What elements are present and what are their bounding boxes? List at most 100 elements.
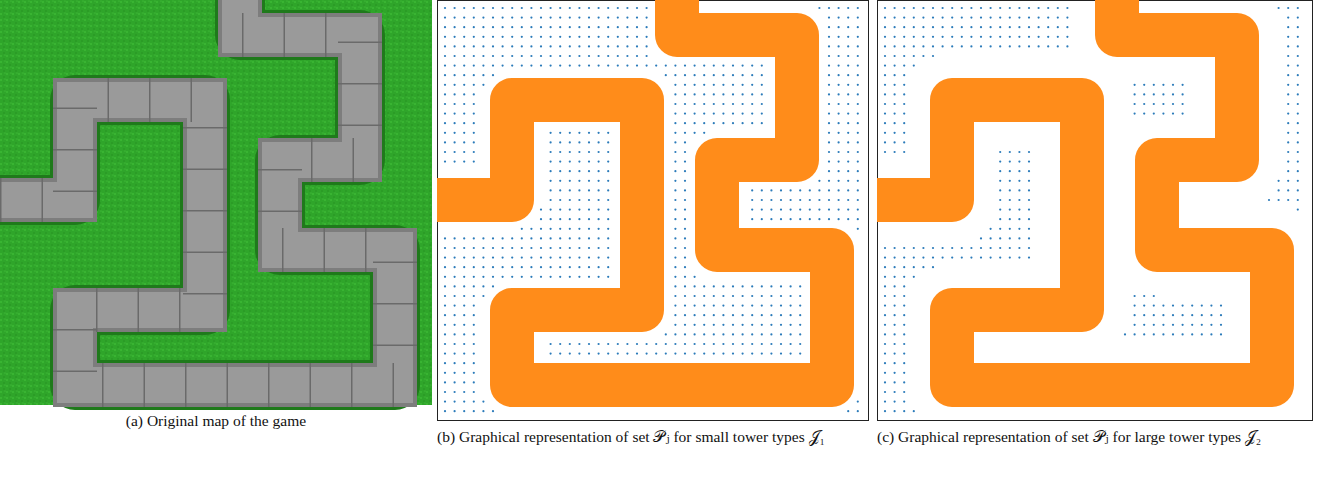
candidate-point bbox=[857, 401, 859, 403]
candidate-point bbox=[454, 93, 456, 95]
subfigure-caption: (c) Graphical representation of set 𝒫ⱼ f… bbox=[877, 427, 1313, 446]
candidate-point bbox=[1297, 113, 1299, 115]
candidate-point bbox=[540, 17, 542, 19]
candidate-point bbox=[942, 26, 944, 28]
candidate-point bbox=[999, 218, 1001, 220]
candidate-point bbox=[463, 36, 465, 38]
candidate-point bbox=[463, 391, 465, 393]
candidate-point bbox=[473, 247, 475, 249]
candidate-point bbox=[454, 113, 456, 115]
candidate-point bbox=[674, 132, 676, 134]
candidate-point bbox=[598, 199, 600, 201]
candidate-point bbox=[980, 247, 982, 249]
candidate-point bbox=[903, 314, 905, 316]
candidate-point bbox=[674, 141, 676, 143]
candidate-point bbox=[482, 410, 484, 412]
candidate-point bbox=[942, 45, 944, 47]
candidate-point bbox=[1287, 93, 1289, 95]
candidate-point bbox=[770, 305, 772, 307]
candidate-point bbox=[636, 353, 638, 355]
candidate-point bbox=[894, 333, 896, 335]
candidate-point bbox=[903, 353, 905, 355]
candidate-point bbox=[521, 26, 523, 28]
candidate-point bbox=[761, 65, 763, 67]
candidate-point bbox=[607, 189, 609, 191]
candidate-point bbox=[588, 141, 590, 143]
candidate-point bbox=[828, 45, 830, 47]
candidate-point bbox=[454, 122, 456, 124]
candidate-point bbox=[559, 199, 561, 201]
candidate-point bbox=[922, 7, 924, 9]
candidate-point bbox=[951, 247, 953, 249]
candidate-point bbox=[838, 103, 840, 105]
candidate-point bbox=[655, 65, 657, 67]
candidate-point bbox=[530, 276, 532, 278]
candidate-point bbox=[942, 257, 944, 259]
candidate-point bbox=[454, 45, 456, 47]
candidate-point bbox=[540, 266, 542, 268]
candidate-point bbox=[857, 228, 859, 230]
candidate-point bbox=[454, 343, 456, 345]
candidate-point bbox=[473, 372, 475, 374]
candidate-point bbox=[694, 333, 696, 335]
candidate-point bbox=[559, 189, 561, 191]
candidate-point bbox=[569, 199, 571, 201]
candidate-point bbox=[607, 199, 609, 201]
candidate-point bbox=[559, 228, 561, 230]
candidate-point bbox=[482, 401, 484, 403]
candidate-point bbox=[444, 247, 446, 249]
candidate-point bbox=[569, 7, 571, 9]
candidate-point bbox=[588, 55, 590, 57]
candidate-point bbox=[569, 65, 571, 67]
road-shadow bbox=[0, 0, 395, 385]
candidate-point bbox=[884, 285, 886, 287]
candidate-point bbox=[694, 324, 696, 326]
candidate-point bbox=[684, 257, 686, 259]
candidate-point bbox=[1297, 93, 1299, 95]
candidate-point bbox=[588, 199, 590, 201]
candidate-point bbox=[1287, 151, 1289, 153]
candidate-point bbox=[1287, 132, 1289, 134]
candidate-point bbox=[1287, 141, 1289, 143]
candidate-point bbox=[559, 266, 561, 268]
candidate-point bbox=[1057, 17, 1059, 19]
candidate-point bbox=[922, 55, 924, 57]
candidate-point bbox=[502, 266, 504, 268]
candidate-point bbox=[1028, 7, 1030, 9]
candidate-point bbox=[990, 17, 992, 19]
candidate-point bbox=[607, 237, 609, 239]
candidate-point bbox=[674, 343, 676, 345]
candidate-point bbox=[569, 161, 571, 163]
subfigure-caption: (a) Original map of the game bbox=[0, 411, 432, 430]
candidate-point bbox=[569, 26, 571, 28]
candidate-point bbox=[857, 218, 859, 220]
candidate-point bbox=[444, 410, 446, 412]
candidate-point bbox=[703, 324, 705, 326]
candidate-point bbox=[703, 65, 705, 67]
candidate-point bbox=[684, 305, 686, 307]
candidate-point bbox=[790, 209, 792, 211]
candidate-point bbox=[1028, 189, 1030, 191]
candidate-point bbox=[684, 151, 686, 153]
candidate-point bbox=[828, 26, 830, 28]
candidate-point bbox=[473, 410, 475, 412]
candidate-point bbox=[482, 7, 484, 9]
candidate-point bbox=[559, 170, 561, 172]
candidate-point bbox=[559, 26, 561, 28]
candidate-point bbox=[444, 257, 446, 259]
candidate-point bbox=[694, 285, 696, 287]
candidate-point bbox=[742, 353, 744, 355]
candidate-point bbox=[1018, 218, 1020, 220]
candidate-point bbox=[463, 362, 465, 364]
candidate-point bbox=[1047, 36, 1049, 38]
candidate-point bbox=[847, 113, 849, 115]
candidate-point bbox=[703, 93, 705, 95]
candidate-point bbox=[1210, 333, 1212, 335]
candidate-point bbox=[1134, 314, 1136, 316]
candidate-point bbox=[961, 45, 963, 47]
candidate-point bbox=[617, 65, 619, 67]
candidate-point bbox=[684, 209, 686, 211]
candidate-point bbox=[884, 391, 886, 393]
candidate-point bbox=[1009, 228, 1011, 230]
candidate-point bbox=[684, 247, 686, 249]
